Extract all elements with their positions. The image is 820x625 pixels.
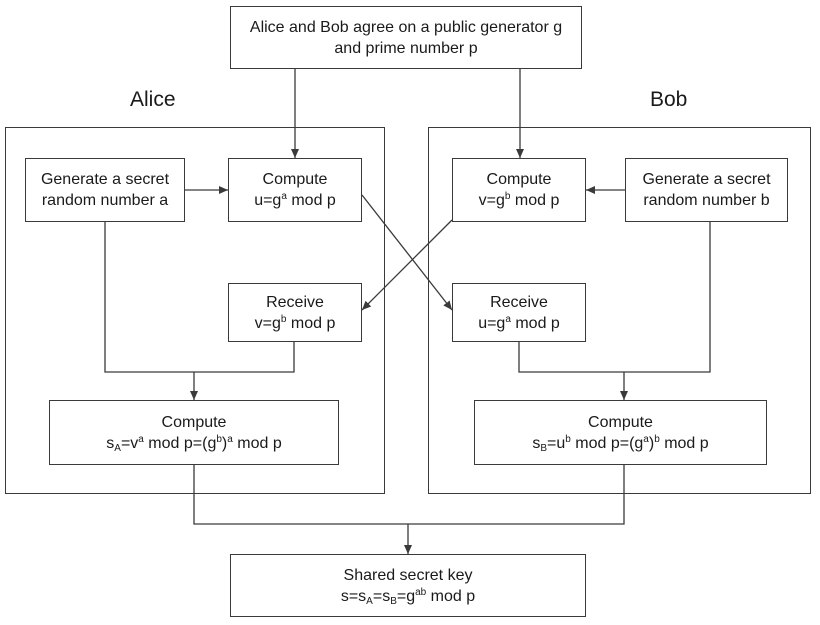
shared-key-equation: s=sA=sB=gab mod p	[340, 586, 476, 607]
line-bob-receive-to-compute-s	[518, 342, 624, 373]
line-alice-secret-to-compute-s	[104, 222, 194, 373]
arrow-alice-u-to-bob-receive	[361, 194, 453, 311]
bob-secret-line-1: Generate a secret	[642, 171, 771, 188]
alice-secret-line-2: random number a	[41, 192, 169, 209]
bob-compute-v-title: Compute	[486, 171, 552, 188]
alice-receive-title: Receive	[266, 293, 324, 311]
line-alice-s-to-shared	[193, 465, 408, 525]
arrow-bob-v-to-alice-receive	[361, 219, 453, 311]
bob-receive-equation: u=ga mod p	[478, 313, 560, 332]
bob-panel	[428, 127, 811, 494]
agree-line-2: and prime number p	[334, 39, 478, 57]
line-bob-s-to-shared	[408, 465, 625, 525]
shared-key-title: Shared secret key	[343, 566, 473, 584]
alice-receive-equation: v=gb mod p	[254, 313, 336, 332]
alice-secret-box: Generate a secret random number a	[25, 158, 185, 222]
bob-receive-title: Receive	[490, 293, 548, 311]
alice-secret-line-1: Generate a secret	[40, 171, 170, 188]
alice-compute-u-box: Compute u=ga mod p	[228, 158, 362, 222]
bob-compute-s-equation: sB=ub mod p=(ga)b mod p	[532, 433, 709, 454]
line-bob-secret-to-compute-s	[624, 222, 711, 373]
bob-secret-line-2: random number b	[643, 192, 770, 209]
line-alice-receive-to-compute-s	[194, 342, 295, 373]
bob-compute-s-box: Compute sB=ub mod p=(ga)b mod p	[474, 400, 767, 465]
shared-key-box: Shared secret key s=sA=sB=gab mod p	[230, 554, 586, 617]
alice-panel	[5, 127, 385, 494]
agree-box: Alice and Bob agree on a public generato…	[230, 6, 582, 69]
bob-compute-s-title: Compute	[588, 413, 653, 431]
alice-compute-u-title: Compute	[262, 171, 328, 188]
bob-compute-v-equation: v=gb mod p	[478, 191, 560, 210]
bob-compute-v-box: Compute v=gb mod p	[452, 158, 586, 222]
alice-receive-v-box: Receive v=gb mod p	[228, 283, 362, 342]
agree-line-1: Alice and Bob agree on a public generato…	[249, 18, 563, 36]
bob-label: Bob	[650, 88, 688, 111]
alice-compute-s-box: Compute sA=va mod p=(gb)a mod p	[49, 400, 339, 465]
bob-secret-box: Generate a secret random number b	[625, 158, 788, 222]
alice-compute-s-title: Compute	[161, 413, 227, 431]
alice-label: Alice	[130, 88, 176, 111]
bob-receive-u-box: Receive u=ga mod p	[452, 283, 586, 342]
alice-compute-s-equation: sA=va mod p=(gb)a mod p	[106, 433, 282, 454]
alice-compute-u-equation: u=ga mod p	[254, 191, 336, 210]
